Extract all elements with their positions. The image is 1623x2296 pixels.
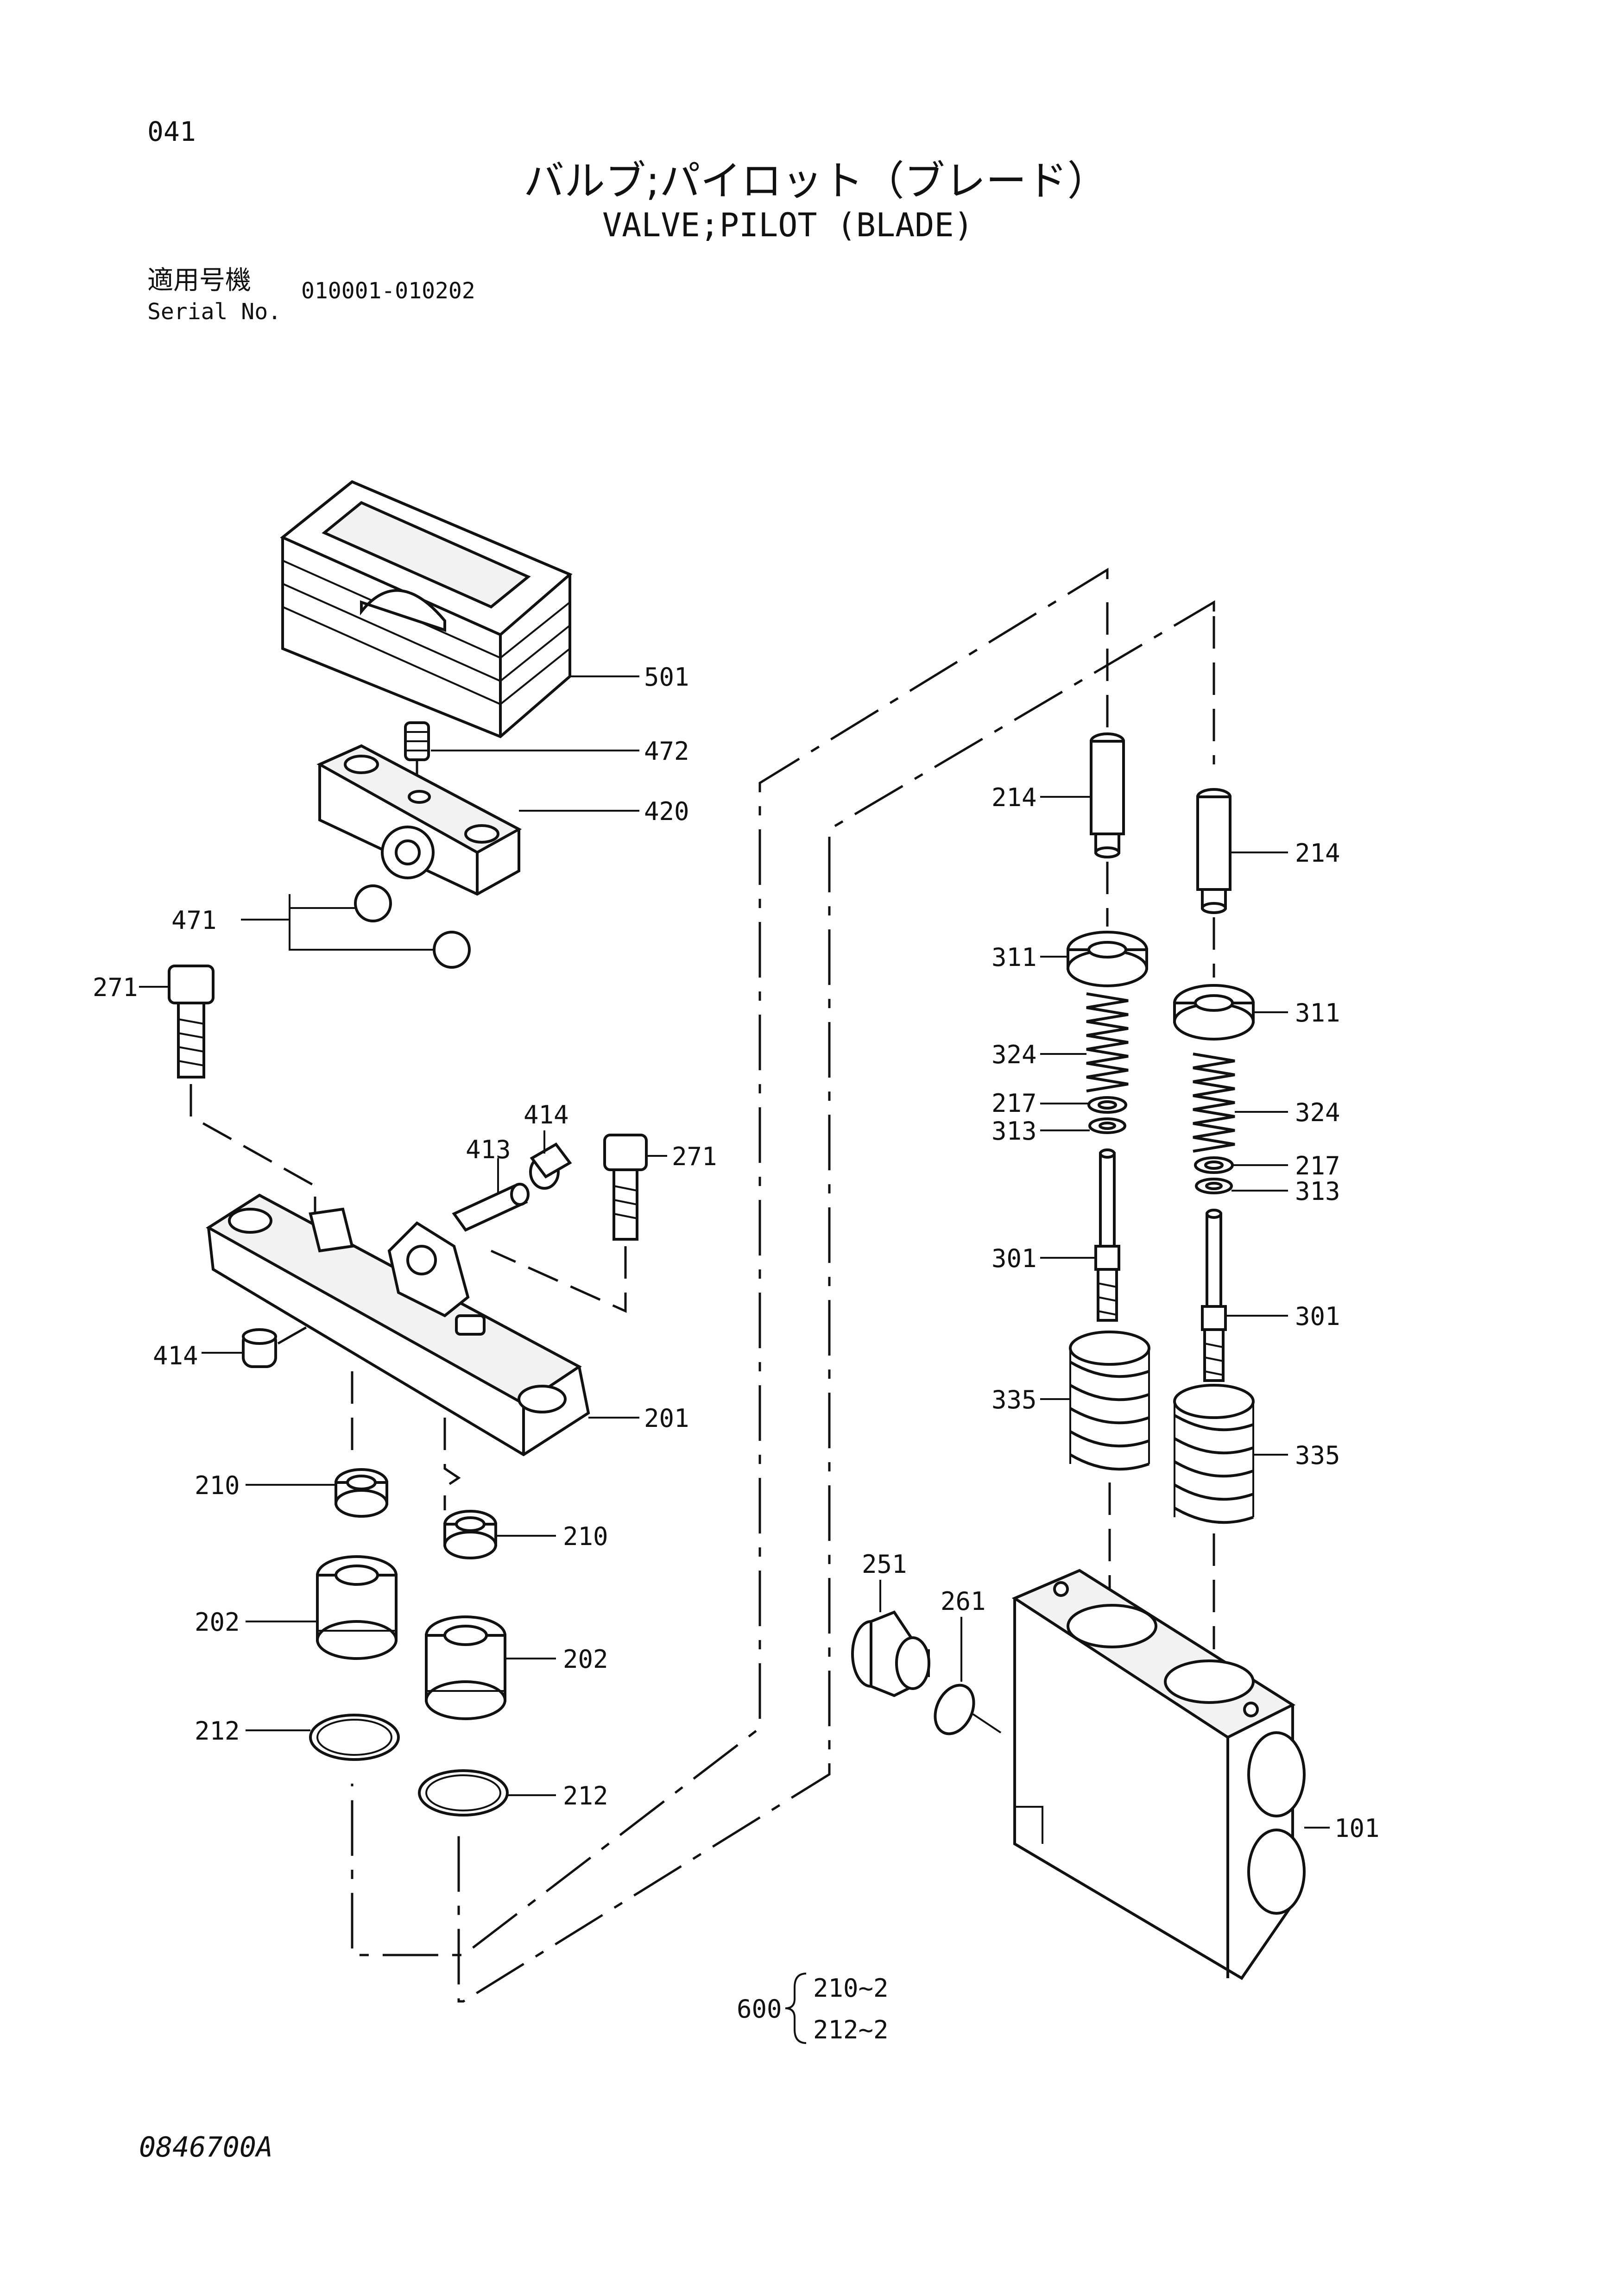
callout-324-left: 324 [991,1040,1037,1069]
serial-label-japanese: 適用号機 [147,265,251,296]
callout-311-right: 311 [1295,998,1340,1028]
callout-251: 251 [862,1550,907,1579]
callout-313-right: 313 [1295,1177,1340,1206]
callout-501: 501 [644,662,689,692]
part-217-washer-right [1194,1156,1288,1174]
part-214-pusher-left [1040,732,1125,927]
serial-label-english: Serial No. [147,299,281,325]
callout-271-left: 271 [93,973,138,1002]
kit-number: 600 [737,1994,782,2024]
part-212-oring-right [418,1769,556,1817]
serial-range: 010001-010202 [301,278,475,304]
callout-217-right: 217 [1295,1151,1340,1180]
part-335-spring-right [1173,1384,1288,1649]
callout-202-left: 202 [195,1608,240,1637]
part-301-spool-left [1040,1148,1120,1322]
page-title-english: VALVE;PILOT (BLADE) [602,206,973,244]
assembly-routing-lines [351,568,1215,2003]
part-324-spring-right [1193,1053,1288,1153]
callout-210-left: 210 [195,1471,240,1500]
callout-217-left: 217 [991,1089,1037,1118]
callout-301-left: 301 [991,1244,1037,1273]
part-324-spring-left [1040,992,1129,1092]
callout-labels: 501 472 420 471 271 414 413 271 414 201 … [93,662,1380,2044]
part-271-bolt-right [490,1134,667,1313]
part-335-spring-left [1040,1331,1150,1594]
callout-210-right: 210 [563,1522,608,1551]
callout-101: 101 [1334,1814,1380,1843]
part-313-shim-right [1195,1178,1288,1194]
part-217-washer-left [1040,1096,1127,1114]
callout-413: 413 [466,1135,511,1164]
part-313-shim-left [1040,1117,1126,1134]
callout-472: 472 [644,737,689,766]
part-413-pin [452,1158,530,1232]
callout-212-right: 212 [563,1781,608,1810]
callout-271-right: 271 [672,1142,717,1171]
callout-471: 471 [171,906,217,935]
part-311-seat-left [1040,931,1148,987]
part-420-plate [316,744,639,896]
part-202-guide-right [425,1615,556,1720]
part-251-plug [851,1580,930,1697]
part-471-balls [241,884,471,969]
callout-414-bottom: 414 [153,1341,198,1370]
callout-301-right: 301 [1295,1302,1340,1331]
part-261-oring [934,1617,1002,1735]
callout-212-left: 212 [195,1716,240,1746]
kit-item-1: 210~2 [813,1974,889,2003]
callout-335-right: 335 [1295,1441,1340,1470]
callout-335-left: 335 [991,1385,1037,1414]
callout-313-left: 313 [991,1116,1037,1146]
part-301-spool-right [1201,1209,1288,1382]
callout-324-right: 324 [1295,1098,1340,1127]
callout-414-top: 414 [524,1100,569,1129]
callout-201: 201 [644,1404,689,1433]
part-210-seal-left [246,1468,388,1518]
page-title-japanese: バルブ;パイロット（ブレード） [524,157,1108,205]
part-311-seat-right [1173,984,1288,1041]
kit-item-2: 212~2 [813,2015,889,2044]
callout-311-left: 311 [991,943,1037,972]
part-202-guide-left [246,1555,398,1660]
callout-420: 420 [644,797,689,826]
part-210-seal-right [443,1510,556,1559]
part-101-valve-body [1011,1569,1330,1981]
part-214-pusher-right [1196,788,1288,978]
part-414-bushing-top [529,1130,572,1190]
callout-214-right: 214 [1295,839,1340,868]
callout-261: 261 [941,1587,986,1616]
page-number: 041 [147,116,196,147]
drawing-code: 0846700A [139,2131,273,2164]
part-201-plate [206,1193,639,1510]
part-472-plug [404,721,639,797]
kit-brace [785,1973,807,2044]
part-212-oring-left [246,1714,400,1761]
callout-202-right: 202 [563,1645,608,1674]
callout-214-left: 214 [991,783,1037,812]
part-501-boot [280,480,639,738]
part-271-bolt-left [139,965,316,1223]
